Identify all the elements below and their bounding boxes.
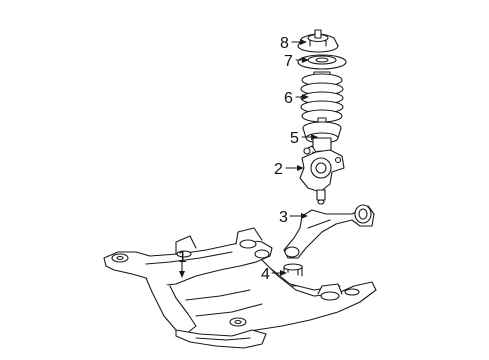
callout-5: 5: [290, 130, 299, 147]
arrow-2: [297, 165, 304, 171]
part-3-control-arm: [283, 204, 375, 259]
callout-2: 2: [274, 161, 283, 178]
part-2-knuckle: [299, 145, 345, 205]
callout-labels: 1 2 3 4 5 6 7 8: [178, 35, 299, 283]
callout-8: 8: [280, 35, 289, 52]
arrow-6: [302, 94, 309, 100]
part-8-strut-mount: [297, 29, 339, 53]
callout-7: 7: [284, 53, 293, 70]
callout-6: 6: [284, 90, 293, 107]
callout-3: 3: [279, 209, 288, 226]
callout-4: 4: [261, 266, 270, 283]
arrow-1: [179, 271, 185, 278]
leader-arrowheads: [179, 39, 318, 278]
arrow-4: [280, 270, 287, 276]
part-1-crossmember: [103, 227, 377, 349]
arrow-8: [300, 39, 307, 45]
callout-1: 1: [178, 249, 187, 266]
arrow-5: [311, 134, 318, 140]
arrow-7: [302, 57, 309, 63]
part-6-coil-spring: [300, 71, 344, 133]
part-7-spring-insulator: [297, 54, 347, 70]
arrow-3: [301, 213, 308, 219]
